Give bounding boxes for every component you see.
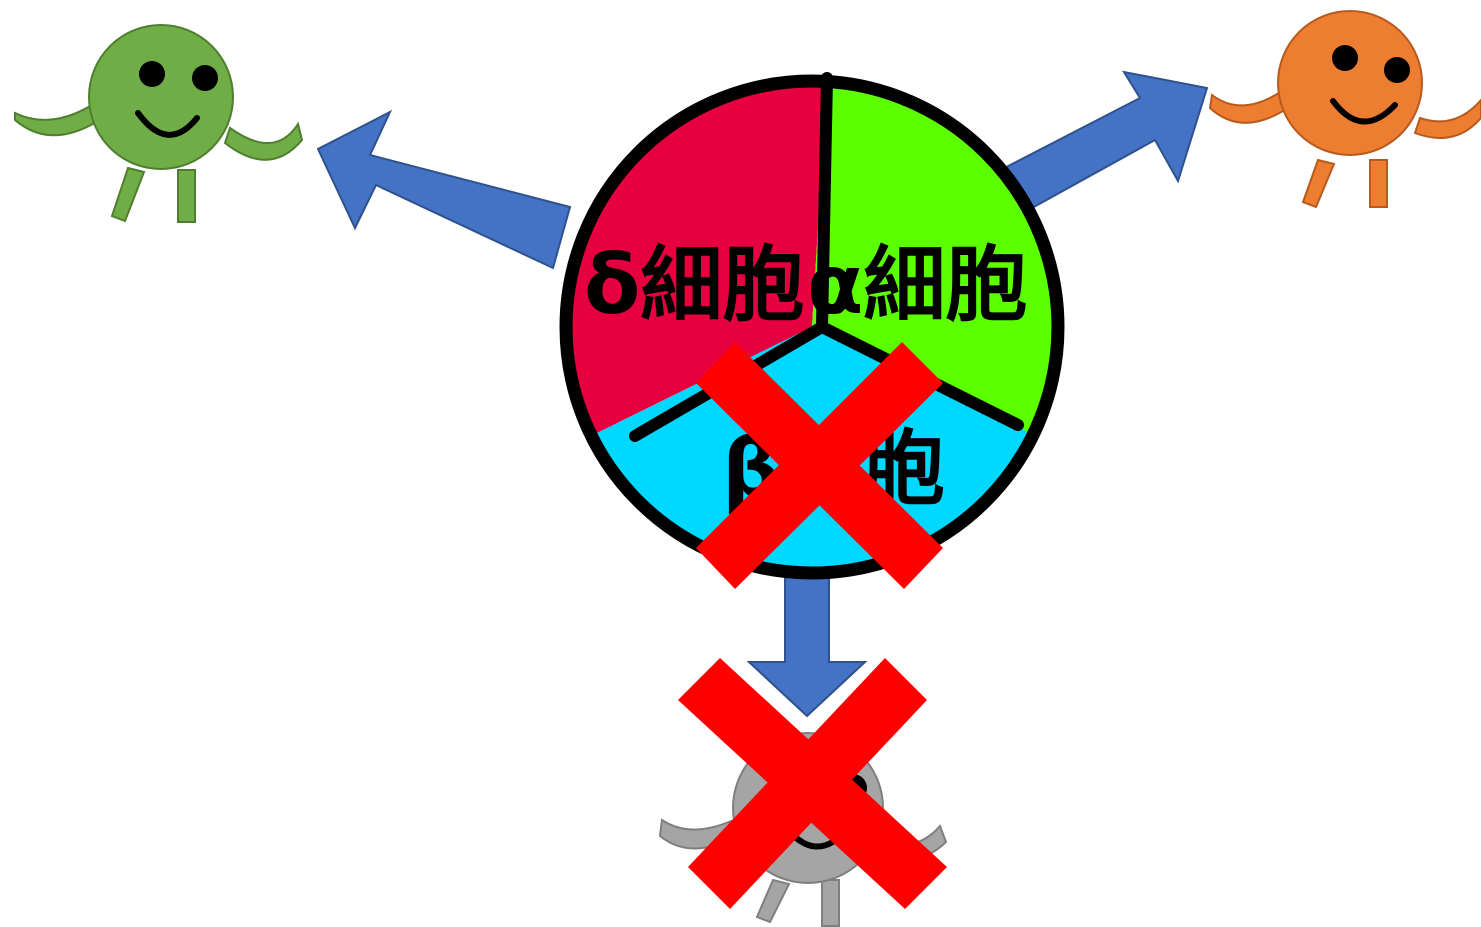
arrow-to-green xyxy=(316,109,572,270)
delta-cell-label: δ細胞 xyxy=(584,238,804,333)
cross-over-gray-character xyxy=(678,658,947,909)
islet-outline xyxy=(559,74,1065,580)
alpha-cell-label: α細胞 xyxy=(807,238,1027,333)
cross-over-beta-cell xyxy=(696,342,943,589)
orange-character xyxy=(1208,10,1481,209)
green-character xyxy=(14,24,304,223)
